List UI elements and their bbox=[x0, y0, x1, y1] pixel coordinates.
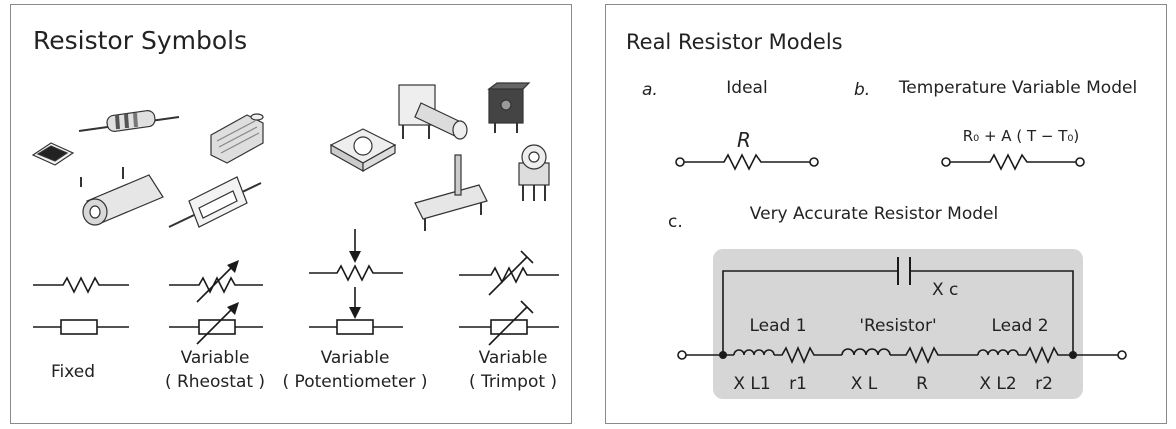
model-a-letter: a. bbox=[642, 80, 658, 100]
round-trimmer-image bbox=[518, 144, 550, 201]
trimpot-zigzag-symbol bbox=[459, 250, 559, 296]
model-b-name: Temperature Variable Model bbox=[898, 78, 1137, 98]
rheostat-zigzag-symbol bbox=[169, 260, 263, 303]
slide-pot-image bbox=[414, 154, 488, 231]
resistor-symbols-panel: Resistor Symbols bbox=[10, 4, 572, 424]
ideal-r-label: R bbox=[737, 128, 751, 152]
resistor-models-diagram: Real Resistor Models a. Ideal R b. Tempe… bbox=[626, 30, 1137, 399]
rotary-pot-image bbox=[398, 84, 468, 140]
component-xl2: X L2 bbox=[979, 374, 1016, 394]
trimpot-label-line2: ( Trimpot ) bbox=[469, 372, 557, 392]
axial-resistor-image bbox=[78, 110, 180, 132]
panel-title: Real Resistor Models bbox=[626, 30, 843, 54]
model-a-name: Ideal bbox=[726, 78, 767, 98]
model-b-letter: b. bbox=[854, 80, 870, 100]
temperature-formula: R₀ + A ( T − T₀) bbox=[963, 127, 1079, 145]
rheostat-box-symbol bbox=[169, 302, 263, 345]
resistor-symbols-diagram: Resistor Symbols bbox=[31, 26, 559, 392]
potentiometer-label-line1: Variable bbox=[321, 348, 390, 368]
power-resistor-image bbox=[210, 113, 264, 164]
model-shaded-box bbox=[713, 249, 1083, 399]
resistor-label: 'Resistor' bbox=[859, 316, 936, 336]
series-chain bbox=[677, 345, 1127, 365]
trimpot-label-line1: Variable bbox=[479, 348, 548, 368]
temperature-resistor-symbol bbox=[941, 153, 1085, 171]
cube-trimmer-image bbox=[487, 82, 531, 133]
component-illustrations bbox=[31, 82, 550, 231]
potentiometer-zigzag-symbol bbox=[309, 229, 403, 282]
component-xl1: X L1 bbox=[733, 374, 770, 394]
parallel-capacitor bbox=[722, 257, 1074, 353]
component-r2: r2 bbox=[1035, 374, 1053, 394]
model-c-name: Very Accurate Resistor Model bbox=[750, 204, 998, 224]
wirewound-resistor-image bbox=[80, 167, 164, 226]
model-c-letter: c. bbox=[668, 212, 683, 232]
panel-title: Resistor Symbols bbox=[33, 26, 247, 55]
component-xl: X L bbox=[851, 374, 878, 394]
fixed-box-symbol bbox=[33, 319, 129, 335]
component-r1: r1 bbox=[789, 374, 807, 394]
component-r: R bbox=[916, 374, 928, 394]
lead-2-label: Lead 2 bbox=[991, 316, 1048, 336]
lead-1-label: Lead 1 bbox=[749, 316, 806, 336]
fixed-label: Fixed bbox=[51, 362, 95, 382]
ceramic-resistor-image bbox=[168, 176, 262, 228]
ideal-resistor-symbol bbox=[675, 153, 819, 171]
fixed-zigzag-symbol bbox=[33, 276, 129, 294]
rheostat-label-line1: Variable bbox=[181, 348, 250, 368]
potentiometer-label-line2: ( Potentiometer ) bbox=[283, 372, 428, 392]
rheostat-label-line2: ( Rheostat ) bbox=[165, 372, 265, 392]
potentiometer-box-symbol bbox=[309, 287, 403, 335]
resistor-models-panel: Real Resistor Models a. Ideal R b. Tempe… bbox=[605, 4, 1167, 424]
trimmer-image bbox=[329, 128, 397, 173]
smd-resistor-image bbox=[31, 142, 75, 166]
trimpot-box-symbol bbox=[459, 300, 559, 346]
capacitor-label: X c bbox=[932, 280, 958, 300]
